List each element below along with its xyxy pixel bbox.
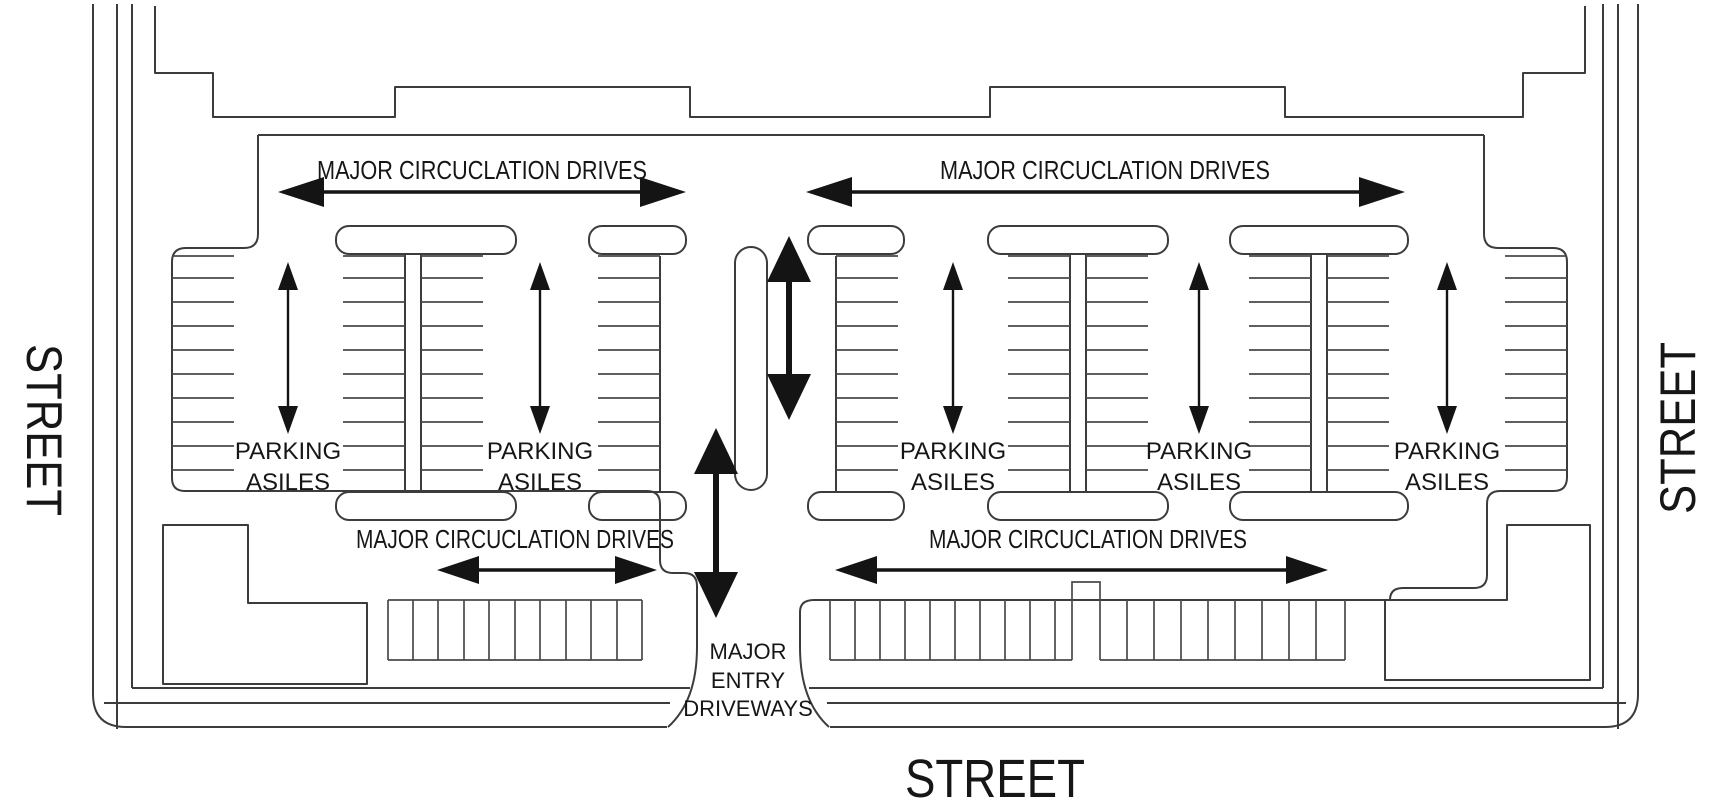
- parking-aisle-label-line1: PARKING: [1146, 438, 1252, 465]
- building-pads: [162, 524, 1591, 685]
- stall-lines-left-island-west: [343, 255, 405, 471]
- building-stepped-edge: [154, 6, 1586, 118]
- pad-bottom-right: [1384, 524, 1591, 681]
- vertical-double-arrow-icon: [694, 428, 738, 618]
- island-bar: [1229, 225, 1409, 255]
- vertical-double-arrow-icon: [1437, 262, 1457, 434]
- streets: [92, 4, 1639, 729]
- stall-lines-left-strip: [172, 255, 234, 471]
- stall-lines-right-cap: [836, 255, 898, 471]
- parking-stall-lines: [172, 255, 1567, 471]
- parking-modules: [172, 225, 1567, 661]
- vertical-double-arrow-icon: [767, 236, 811, 420]
- comb-notch: [1071, 581, 1101, 600]
- horizontal-double-arrow-icon: [835, 556, 1328, 584]
- parking-aisle-label-line1: PARKING: [487, 438, 593, 465]
- circulation-arrows: [278, 177, 1405, 584]
- parking-aisle-label-line2: ASILES: [246, 469, 330, 496]
- island-bar: [807, 225, 905, 255]
- horizontal-double-arrow-icon: [278, 177, 686, 207]
- field-left-edge: [171, 135, 698, 728]
- island-bar: [335, 491, 517, 521]
- island-bar: [335, 225, 517, 255]
- horizontal-double-arrow-icon: [806, 177, 1405, 207]
- parking-aisle-label-line2: ASILES: [911, 469, 995, 496]
- parking-field-boundary: [171, 134, 1568, 728]
- field-right-edge: [799, 135, 1568, 728]
- horizontal-double-arrow-icon: [437, 556, 657, 584]
- street-label-right: STREET: [1650, 342, 1706, 514]
- parking-aisle-label-line1: PARKING: [235, 438, 341, 465]
- central-median-island: [734, 246, 768, 491]
- vertical-double-arrow-icon: [530, 262, 550, 434]
- vertical-double-arrow-icon: [278, 262, 298, 434]
- circulation-label-top-right: MAJOR CIRCUCLATION DRIVES: [940, 155, 1270, 185]
- stall-lines-right-island2-east: [1327, 255, 1389, 471]
- stall-lines-right-island1-west: [1008, 255, 1070, 471]
- parking-aisle-label-line2: ASILES: [1405, 469, 1489, 496]
- pad-bottom-left: [162, 524, 368, 685]
- comb-bottom-center: [829, 600, 1073, 661]
- parking-aisle-label-line1: PARKING: [900, 438, 1006, 465]
- building-outline: [154, 6, 1586, 118]
- circulation-label-bottom-left: MAJOR CIRCUCLATION DRIVES: [356, 524, 674, 554]
- bottom-stall-combs: [387, 581, 1346, 661]
- vertical-double-arrow-icon: [943, 262, 963, 434]
- stall-lines-right-island1-east: [1086, 255, 1148, 471]
- text-labels: MAJOR CIRCUCLATION DRIVES MAJOR CIRCUCLA…: [16, 155, 1706, 809]
- aisle-arrows: [278, 262, 1457, 434]
- island-bar: [588, 225, 687, 255]
- entry-driveway-label-line2: ENTRY: [711, 668, 785, 693]
- island-bars: [335, 225, 1409, 521]
- island-bar: [987, 491, 1169, 521]
- street-label-bottom: STREET: [905, 749, 1085, 809]
- island-bar: [588, 491, 687, 521]
- comb-bottom-right: [1099, 600, 1346, 661]
- parking-aisle-label-line1: PARKING: [1394, 438, 1500, 465]
- island-bar: [1229, 491, 1409, 521]
- entry-driveway-label-line1: MAJOR: [710, 639, 787, 664]
- street-label-left: STREET: [16, 344, 72, 516]
- comb-bottom-left: [387, 599, 643, 661]
- vertical-double-arrow-icon: [1189, 262, 1209, 434]
- street-edge-left-outer: [92, 4, 667, 728]
- stall-lines-right-strip: [1505, 255, 1567, 471]
- stall-lines-left-island-east: [421, 255, 483, 471]
- parking-aisle-label-line2: ASILES: [1157, 469, 1241, 496]
- street-edge-right-outer: [830, 4, 1639, 728]
- island-bar: [807, 491, 905, 521]
- entry-driveway-label-line3: DRIVEWAYS: [683, 696, 813, 721]
- circulation-label-bottom-right: MAJOR CIRCUCLATION DRIVES: [929, 524, 1247, 554]
- entry-drive-arrows: [694, 236, 811, 618]
- stall-lines-right-island2-west: [1249, 255, 1311, 471]
- parking-aisle-label-line2: ASILES: [498, 469, 582, 496]
- island-bar: [987, 225, 1169, 255]
- stall-lines-left-cap: [598, 255, 660, 471]
- circulation-label-top-left: MAJOR CIRCUCLATION DRIVES: [317, 155, 647, 185]
